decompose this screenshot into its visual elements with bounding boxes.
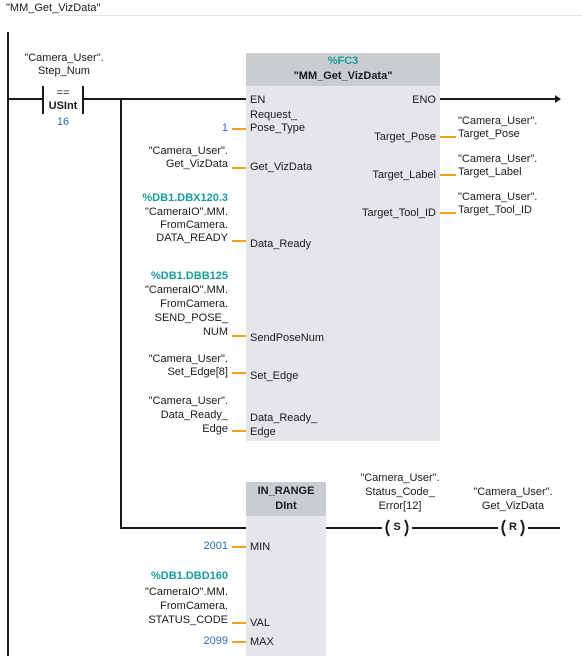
fc-arg-data-ready-edge[interactable]: "Camera_User". bbox=[148, 395, 228, 407]
fc-arg-sendposenum-3[interactable]: SEND_POSE_ bbox=[154, 312, 228, 324]
in-range-val-address: %DB1.DBD160 bbox=[150, 570, 228, 582]
fc-arg-sendposenum[interactable]: "CameraIO".MM. bbox=[145, 284, 228, 296]
network-title[interactable]: "MM_Get_VizData" bbox=[6, 2, 101, 14]
contact-type[interactable]: USInt bbox=[48, 100, 78, 112]
rung-wire-en bbox=[84, 98, 246, 100]
fc-param-data-ready-edge: Data_Ready_ bbox=[250, 412, 318, 424]
in-range-param-val: VAL bbox=[250, 617, 270, 629]
fc-arg-get-vizdata[interactable]: "Camera_User". bbox=[148, 145, 228, 157]
fc-out-target-tool-id-2[interactable]: Target_Tool_ID bbox=[458, 204, 532, 216]
wire-rung-end bbox=[528, 527, 560, 529]
fc-param-target-pose: Target_Pose bbox=[374, 131, 436, 143]
contact-compare-value[interactable]: 16 bbox=[56, 116, 70, 128]
contact-comparator: == bbox=[56, 87, 70, 99]
fc-pin-request-pose-type[interactable] bbox=[232, 128, 246, 130]
in-range-max-value[interactable]: 2099 bbox=[203, 635, 228, 647]
fc-address-data-ready: %DB1.DBX120.3 bbox=[142, 192, 228, 204]
fc-pin-target-label[interactable] bbox=[440, 174, 456, 176]
rung-wire-left bbox=[9, 98, 42, 100]
fc-block-header bbox=[246, 53, 440, 86]
fc-block-name[interactable]: "MM_Get_VizData" bbox=[293, 70, 393, 82]
contact-operand[interactable]: "Camera_User". bbox=[24, 52, 104, 64]
set-coil[interactable] bbox=[382, 518, 412, 538]
fc-block-number: %FC3 bbox=[327, 55, 359, 67]
fc-address-sendposenum: %DB1.DBB125 bbox=[150, 270, 228, 282]
fc-param-request-pose-type-2: Pose_Type bbox=[250, 122, 306, 134]
fc-out-target-label[interactable]: "Camera_User". bbox=[458, 153, 538, 165]
fc-pin-set-edge[interactable] bbox=[232, 372, 246, 374]
fc-param-request-pose-type: Request_ bbox=[250, 109, 298, 121]
fc-param-set-edge: Set_Edge bbox=[250, 370, 299, 382]
in-range-param-max: MAX bbox=[250, 636, 274, 648]
in-range-pin-min[interactable] bbox=[232, 546, 246, 548]
fc-arg-set-edge-2[interactable]: Set_Edge[8] bbox=[167, 366, 228, 378]
set-coil-operand-2[interactable]: Status_Code_ bbox=[365, 486, 435, 498]
wire-to-set-coil bbox=[326, 527, 382, 529]
fc-param-sendposenum: SendPoseNum bbox=[250, 332, 324, 344]
fc-arg-data-ready-edge-2[interactable]: Data_Ready_ bbox=[160, 409, 228, 421]
in-range-pin-val[interactable] bbox=[232, 622, 246, 624]
wire-to-reset-coil bbox=[412, 527, 498, 529]
in-range-min-value[interactable]: 2001 bbox=[203, 540, 228, 552]
fc-arg-set-edge[interactable]: "Camera_User". bbox=[148, 353, 228, 365]
reset-coil-operand-2[interactable]: Get_VizData bbox=[481, 500, 545, 512]
fc-pin-sendposenum[interactable] bbox=[232, 335, 246, 337]
set-coil-symbol: S bbox=[393, 521, 401, 533]
fc-arg-sendposenum-4[interactable]: NUM bbox=[202, 326, 228, 338]
fc-param-target-tool-id: Target_Tool_ID bbox=[362, 207, 436, 219]
fc-arg-get-vizdata-2[interactable]: Get_VizData bbox=[165, 158, 228, 170]
fc-arg-data-ready-edge-3[interactable]: Edge bbox=[202, 423, 228, 435]
fc-pin-get-vizdata[interactable] bbox=[232, 167, 246, 169]
fc-param-target-label: Target_Label bbox=[372, 169, 436, 181]
in-range-param-min: MIN bbox=[250, 541, 271, 553]
rung-end-arrow-icon bbox=[555, 95, 561, 103]
in-range-val-operand-2[interactable]: FromCamera. bbox=[160, 600, 228, 612]
rung-wire-eno bbox=[440, 98, 560, 100]
fc-arg-data-ready[interactable]: "CameraIO".MM. bbox=[145, 206, 228, 218]
fc-arg-data-ready-3[interactable]: DATA_READY bbox=[156, 232, 228, 244]
fc-block[interactable] bbox=[246, 53, 440, 441]
reset-coil-symbol: R bbox=[509, 521, 517, 533]
contact-operand-member[interactable]: Step_Num bbox=[38, 65, 90, 77]
fc-pin-data-ready-edge[interactable] bbox=[232, 430, 246, 432]
set-coil-operand-3[interactable]: Error[12] bbox=[378, 500, 422, 512]
fc-out-target-pose[interactable]: "Camera_User". bbox=[458, 115, 538, 127]
fc-out-target-label-2[interactable]: Target_Label bbox=[458, 166, 522, 178]
branch-wire-in-range bbox=[120, 527, 246, 529]
power-rail bbox=[7, 32, 9, 656]
in-range-val-operand-3[interactable]: STATUS_CODE bbox=[148, 614, 228, 626]
fc-pin-target-tool-id[interactable] bbox=[440, 212, 456, 214]
contact-bar-left bbox=[42, 86, 44, 114]
fc-arg-sendposenum-2[interactable]: FromCamera. bbox=[160, 298, 228, 310]
fc-param-data-ready-edge-2: Edge bbox=[250, 426, 276, 438]
in-range-pin-max[interactable] bbox=[232, 641, 246, 643]
fc-param-get-vizdata: Get_VizData bbox=[250, 161, 313, 173]
in-range-name[interactable]: IN_RANGE bbox=[257, 485, 315, 497]
contact-bar-right bbox=[82, 86, 84, 114]
reset-coil[interactable] bbox=[498, 518, 528, 538]
branch-wire-vertical bbox=[120, 98, 122, 528]
fc-arg-data-ready-2[interactable]: FromCamera. bbox=[160, 219, 228, 231]
in-range-val-operand[interactable]: "CameraIO".MM. bbox=[145, 586, 228, 598]
reset-coil-operand[interactable]: "Camera_User". bbox=[473, 486, 553, 498]
fc-pin-target-pose[interactable] bbox=[440, 136, 456, 138]
fc-pin-en: EN bbox=[250, 94, 266, 106]
in-range-header bbox=[246, 482, 326, 516]
fc-param-data-ready: Data_Ready bbox=[250, 238, 312, 250]
fc-pin-eno: ENO bbox=[412, 94, 436, 106]
fc-out-target-tool-id[interactable]: "Camera_User". bbox=[458, 191, 538, 203]
fc-pin-data-ready[interactable] bbox=[232, 240, 246, 242]
network-divider bbox=[58, 15, 582, 16]
set-coil-operand[interactable]: "Camera_User". bbox=[360, 472, 440, 484]
in-range-type[interactable]: DInt bbox=[275, 500, 297, 512]
fc-arg-request-pose-type[interactable]: 1 bbox=[221, 122, 228, 134]
fc-out-target-pose-2[interactable]: Target_Pose bbox=[458, 128, 520, 140]
